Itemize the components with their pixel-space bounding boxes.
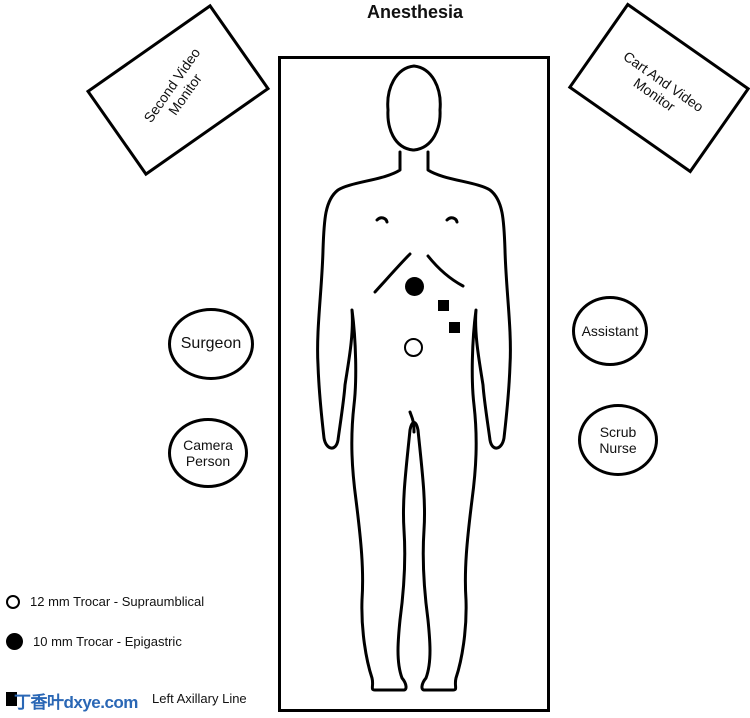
legend-row-12mm: 12 mm Trocar - Supraumblical bbox=[6, 594, 204, 609]
operating-table bbox=[278, 56, 550, 712]
legend-label-10mm: 10 mm Trocar - Epigastric bbox=[33, 634, 182, 649]
legend-row-axillary: Left Axillary Line bbox=[152, 691, 247, 706]
scrub-label-line-1: Scrub bbox=[599, 424, 637, 440]
trocar-10mm-epigastric bbox=[405, 277, 424, 296]
scrub-label-line-2: Nurse bbox=[599, 440, 637, 456]
camera-person-position: Camera Person bbox=[168, 418, 248, 488]
filled-square-icon bbox=[6, 692, 17, 706]
camera-label-line-2: Person bbox=[185, 453, 231, 469]
open-circle-icon bbox=[6, 594, 20, 609]
legend-label-12mm: 12 mm Trocar - Supraumblical bbox=[30, 594, 205, 609]
assistant-label: Assistant bbox=[581, 323, 639, 339]
assistant-position: Assistant bbox=[572, 296, 648, 366]
legend-label-axillary: Left Axillary Line bbox=[152, 691, 247, 706]
watermark: 丁香叶dxye.com bbox=[14, 693, 138, 712]
camera-label-line-1: Camera bbox=[183, 437, 233, 453]
diagram-title: Anesthesia bbox=[366, 2, 464, 22]
surgeon-position: Surgeon bbox=[168, 308, 254, 380]
scrub-nurse-position: Scrub Nurse bbox=[578, 404, 658, 476]
trocar-left-axillary-1 bbox=[438, 300, 449, 311]
filled-circle-icon bbox=[6, 633, 23, 650]
surgeon-label: Surgeon bbox=[180, 335, 242, 352]
trocar-12mm-supraumbilical bbox=[404, 338, 423, 357]
legend-row-10mm: 10 mm Trocar - Epigastric bbox=[6, 633, 182, 650]
trocar-left-axillary-2 bbox=[449, 322, 460, 333]
